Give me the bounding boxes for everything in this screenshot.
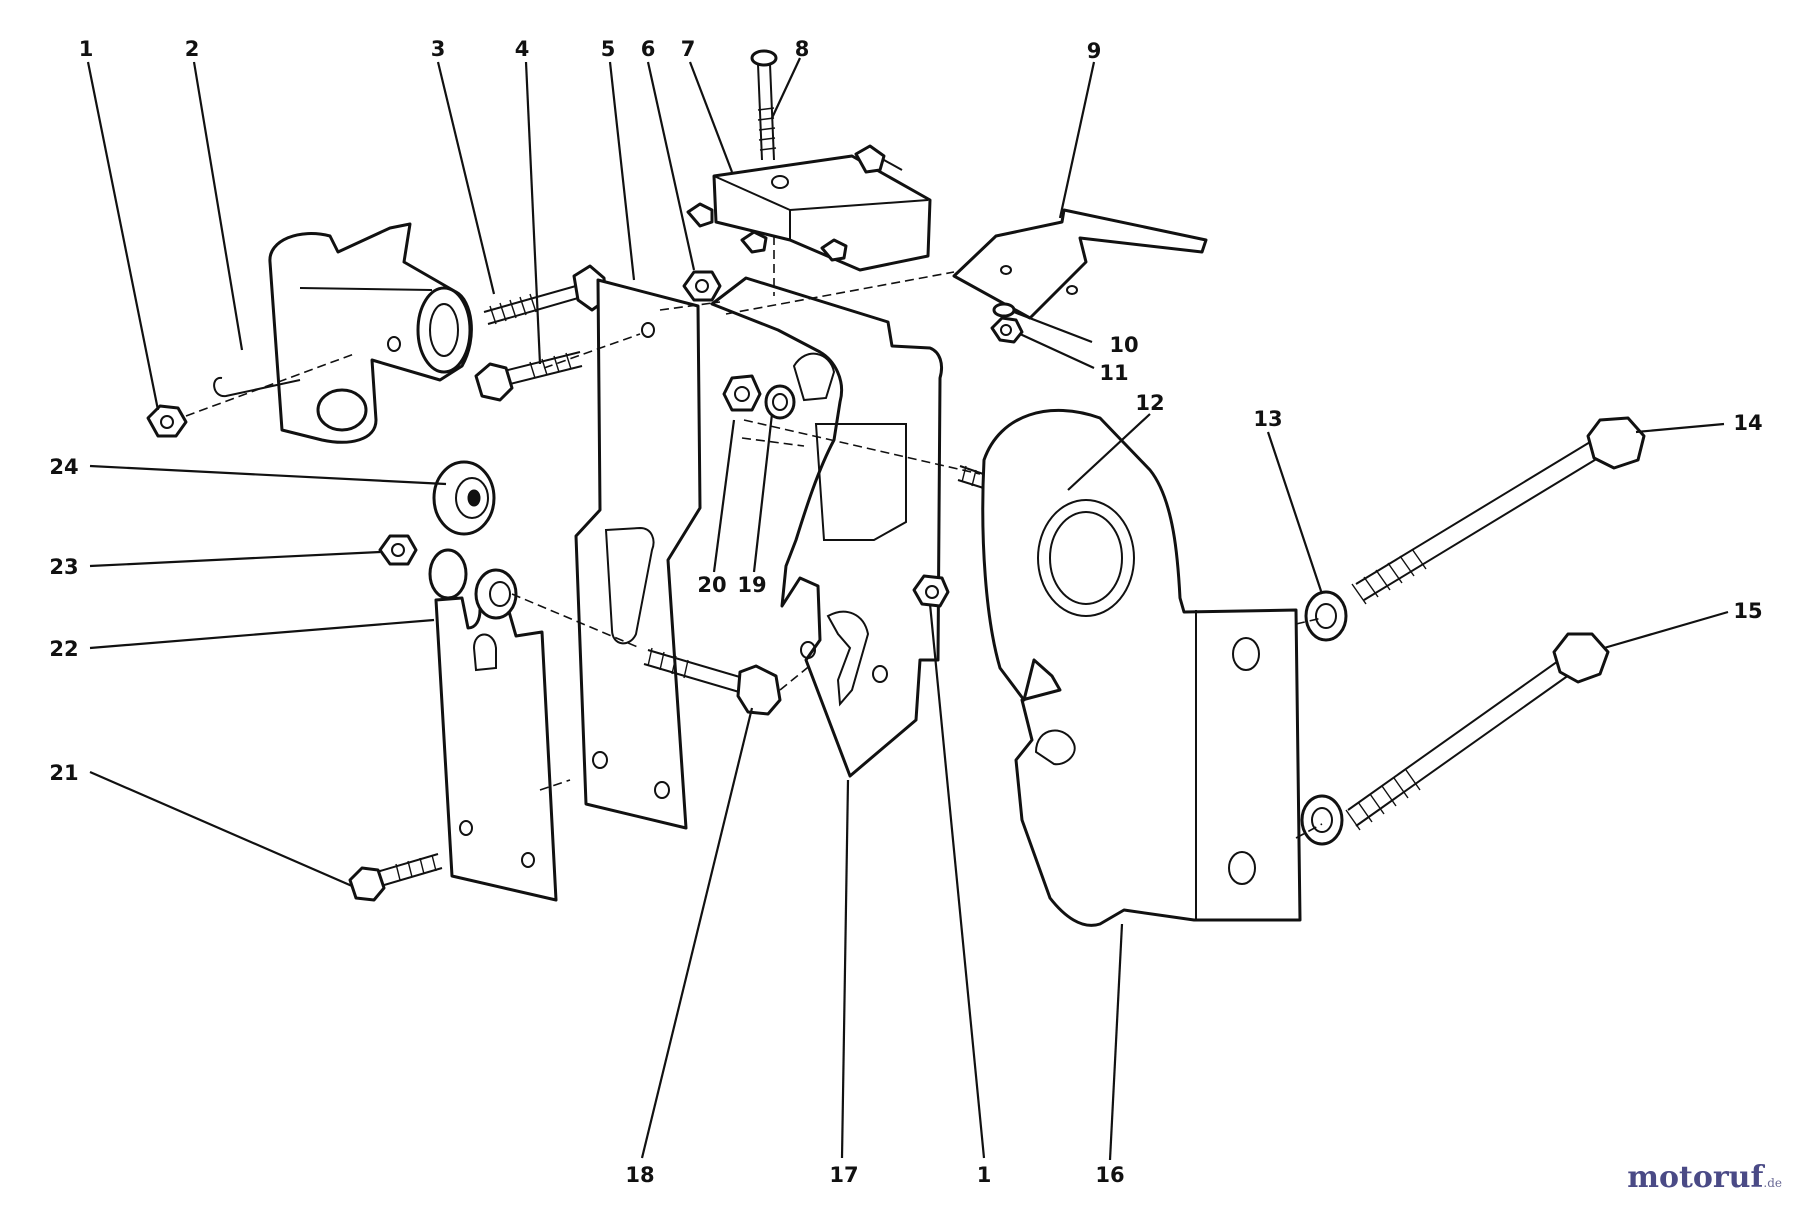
callout-14: 14 <box>1733 411 1762 435</box>
callout-24: 24 <box>49 455 78 479</box>
leader-lines <box>86 57 1729 1161</box>
callout-21: 21 <box>49 761 78 785</box>
part-5-plate <box>574 278 702 830</box>
part-8-screw <box>750 49 778 161</box>
part-11-nut <box>990 316 1024 344</box>
callout-16: 16 <box>1095 1163 1124 1187</box>
callout-11: 11 <box>1099 361 1128 385</box>
callout-18: 18 <box>625 1163 654 1187</box>
callout-1: 1 <box>79 37 94 61</box>
part-20-nut <box>722 374 762 412</box>
part-17-bracket <box>710 276 944 778</box>
part-16-bracket <box>981 408 1302 927</box>
callout-8: 8 <box>795 37 810 61</box>
watermark-brand: motoruf <box>1627 1160 1764 1195</box>
part-21-bolt <box>348 853 443 902</box>
callout-2: 2 <box>185 37 200 61</box>
watermark-tld: .de <box>1763 1176 1782 1190</box>
callout-19: 19 <box>737 573 766 597</box>
part-19-washer <box>764 384 796 420</box>
callout-7: 7 <box>681 37 696 61</box>
part-14-bolt <box>1351 416 1646 605</box>
part-10-washer <box>992 302 1016 318</box>
callout-5: 5 <box>601 37 616 61</box>
part-23-nut <box>378 534 418 566</box>
part-13-washer-lower <box>1300 794 1344 846</box>
callout-3: 3 <box>431 37 446 61</box>
part-1-nut-middle <box>912 574 950 608</box>
part-3-bolt <box>483 264 608 325</box>
part-7-switch <box>686 144 932 272</box>
part-6-nut <box>682 270 722 302</box>
alignment-lines <box>185 236 1323 839</box>
callout-4: 4 <box>515 37 530 61</box>
callout-9: 9 <box>1087 39 1102 63</box>
callout-1-bottom: 1 <box>977 1163 992 1187</box>
part-9-plate <box>952 208 1208 320</box>
callout-17: 17 <box>829 1163 858 1187</box>
part-24-bearing <box>432 460 496 536</box>
part-22-plate <box>428 548 558 902</box>
part-2-bracket <box>213 222 473 444</box>
callout-10: 10 <box>1109 333 1138 357</box>
part-1-nut-top <box>146 404 188 438</box>
callout-12: 12 <box>1135 391 1164 415</box>
part-15-bolt <box>1345 632 1610 831</box>
part-13-washer <box>1304 590 1348 642</box>
callout-labels: 1 2 3 4 5 6 7 8 9 10 11 12 13 14 15 16 1… <box>49 37 1762 1187</box>
callout-23: 23 <box>49 555 78 579</box>
watermark-logo: motoruf.de <box>1627 1163 1782 1193</box>
callout-20: 20 <box>697 573 726 597</box>
part-18-bolt <box>643 647 782 716</box>
callout-22: 22 <box>49 637 78 661</box>
callout-15: 15 <box>1733 599 1762 623</box>
callout-6: 6 <box>641 37 656 61</box>
part-4-bolt <box>474 351 583 402</box>
callout-13: 13 <box>1253 407 1282 431</box>
